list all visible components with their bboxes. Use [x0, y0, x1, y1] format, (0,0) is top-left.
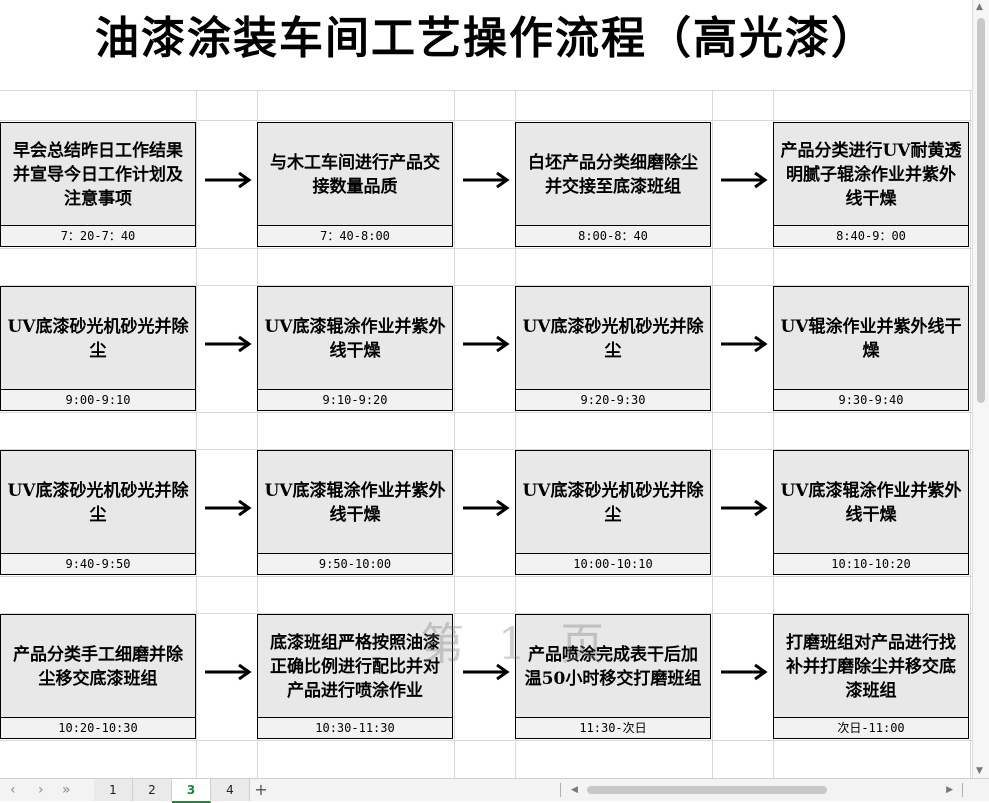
process-step-box[interactable]: 与木工车间进行产品交接数量品质 7：40-8:00: [257, 122, 453, 247]
scroll-down-icon[interactable]: ▼: [976, 766, 983, 776]
step-description: UV底漆砂光机砂光并除尘: [7, 481, 189, 525]
step-time: 7：20-7：40: [1, 225, 195, 246]
process-step-box[interactable]: UV底漆辊涂作业并紫外线干燥 10:10-10:20: [773, 450, 969, 575]
first-sheet-icon[interactable]: ‹: [10, 782, 16, 798]
process-step-box[interactable]: 产品喷涂完成表干后加温50小时移交打磨班组 11:30-次日: [515, 614, 711, 739]
step-time: 9:40-9:50: [1, 553, 195, 574]
step-description: 与木工车间进行产品交接数量品质: [270, 153, 440, 197]
gridline-vertical: [970, 90, 971, 778]
step-time: 9:20-9:30: [516, 389, 710, 410]
right-arrow-icon: [463, 663, 510, 681]
step-description: 产品喷涂完成表干后加温50小时移交打磨班组: [524, 645, 702, 689]
process-step-box[interactable]: 白坯产品分类细磨除尘并交接至底漆班组 8:00-8：40: [515, 122, 711, 247]
step-description: 打磨班组对产品进行找补并打磨除尘并移交底漆班组: [786, 633, 956, 701]
gridline-vertical: [257, 90, 258, 778]
plus-icon[interactable]: +: [254, 780, 268, 799]
step-description: 产品分类进行UV耐黄透明腻子辊涂作业并紫外线干燥: [780, 141, 962, 209]
process-step-box[interactable]: 底漆班组严格按照油漆正确比例进行配比并对产品进行喷涂作业 10:30-11:30: [257, 614, 453, 739]
horizontal-scroll-thumb[interactable]: [587, 786, 827, 794]
right-arrow-icon: [463, 499, 510, 517]
horizontal-scrollbar[interactable]: ◀ ▶: [565, 783, 957, 797]
process-step-box[interactable]: UV底漆辊涂作业并紫外线干燥 9:50-10:00: [257, 450, 453, 575]
gridline-horizontal: [0, 740, 972, 741]
page-watermark: 第 1 页: [420, 619, 614, 670]
gridline-horizontal: [0, 613, 972, 614]
right-arrow-icon: [205, 335, 252, 353]
splitter-handle-right[interactable]: [962, 783, 963, 797]
scroll-left-icon[interactable]: ◀: [571, 785, 578, 795]
gridline-horizontal: [0, 449, 972, 450]
step-description: UV底漆辊涂作业并紫外线干燥: [264, 481, 446, 525]
gridline-horizontal: [0, 576, 972, 577]
step-description: 底漆班组严格按照油漆正确比例进行配比并对产品进行喷涂作业: [270, 633, 440, 701]
vertical-scroll-thumb[interactable]: [977, 18, 985, 403]
splitter-handle[interactable]: [560, 783, 561, 797]
step-time: 8:40-9：00: [774, 225, 968, 246]
sheet-tab-1[interactable]: 1: [94, 779, 133, 801]
process-step-box[interactable]: UV底漆砂光机砂光并除尘 10:00-10:10: [515, 450, 711, 575]
step-description: UV底漆辊涂作业并紫外线干燥: [264, 317, 446, 361]
process-step-box[interactable]: UV辊涂作业并紫外线干燥 9:30-9:40: [773, 286, 969, 411]
process-step-box[interactable]: 打磨班组对产品进行找补并打磨除尘并移交底漆班组次日-11:00: [773, 614, 969, 739]
process-step-box[interactable]: 早会总结昨日工作结果并宣导今日工作计划及注意事项 7：20-7：40: [0, 122, 196, 247]
step-time: 9:00-9:10: [1, 389, 195, 410]
step-time: 10:20-10:30: [1, 717, 195, 738]
sheet-tab-4[interactable]: 4: [211, 779, 250, 801]
step-time: 次日-11:00: [774, 717, 968, 738]
process-step-box[interactable]: 产品分类手工细磨并除尘移交底漆班组 10:20-10:30: [0, 614, 196, 739]
scroll-right-icon[interactable]: ▶: [946, 785, 953, 795]
step-time: 9:10-9:20: [258, 389, 452, 410]
right-arrow-icon: [721, 663, 768, 681]
process-step-box[interactable]: UV底漆辊涂作业并紫外线干燥 9:10-9:20: [257, 286, 453, 411]
spreadsheet-area[interactable]: 油漆涂装车间工艺操作流程（高光漆） 早会总结昨日工作结果并宣导今日工作计划及注意…: [0, 0, 972, 778]
gridline-horizontal: [0, 90, 972, 91]
gridline-horizontal: [0, 412, 972, 413]
step-description: 白坯产品分类细磨除尘并交接至底漆班组: [528, 153, 698, 197]
last-sheet-icon[interactable]: »: [62, 782, 71, 798]
process-step-box[interactable]: UV底漆砂光机砂光并除尘 9:20-9:30: [515, 286, 711, 411]
gridline-vertical: [196, 90, 197, 778]
page-title: 油漆涂装车间工艺操作流程（高光漆）: [95, 13, 877, 64]
prev-sheet-icon[interactable]: ›: [38, 782, 44, 798]
step-description: UV底漆辊涂作业并紫外线干燥: [780, 481, 962, 525]
step-description: 早会总结昨日工作结果并宣导今日工作计划及注意事项: [13, 141, 183, 209]
step-time: 7：40-8:00: [258, 225, 452, 246]
process-step-box[interactable]: UV底漆砂光机砂光并除尘 9:00-9:10: [0, 286, 196, 411]
step-description: UV底漆砂光机砂光并除尘: [522, 317, 704, 361]
gridline-horizontal: [0, 248, 972, 249]
step-time: 9:30-9:40: [774, 389, 968, 410]
step-time: 10:10-10:20: [774, 553, 968, 574]
step-time: 10:30-11:30: [258, 717, 452, 738]
step-description: UV底漆砂光机砂光并除尘: [7, 317, 189, 361]
step-description: UV底漆砂光机砂光并除尘: [522, 481, 704, 525]
right-arrow-icon: [205, 171, 252, 189]
step-time: 11:30-次日: [516, 717, 710, 738]
right-arrow-icon: [721, 499, 768, 517]
gridline-vertical: [773, 90, 774, 778]
gridline-horizontal: [0, 120, 972, 121]
step-description: UV辊涂作业并紫外线干燥: [780, 317, 962, 361]
step-time: 10:00-10:10: [516, 553, 710, 574]
gridline-horizontal: [0, 285, 972, 286]
gridline-vertical: [515, 90, 516, 778]
right-arrow-icon: [463, 171, 510, 189]
right-arrow-icon: [205, 663, 252, 681]
process-step-box[interactable]: 产品分类进行UV耐黄透明腻子辊涂作业并紫外线干燥 8:40-9：00: [773, 122, 969, 247]
sheet-tab-3[interactable]: 3: [172, 779, 211, 803]
gridline-vertical: [712, 90, 713, 778]
right-arrow-icon: [205, 499, 252, 517]
right-arrow-icon: [721, 335, 768, 353]
scroll-up-icon[interactable]: ▲: [976, 2, 983, 12]
step-time: 9:50-10:00: [258, 553, 452, 574]
step-description: 产品分类手工细磨并除尘移交底漆班组: [13, 645, 183, 689]
process-step-box[interactable]: UV底漆砂光机砂光并除尘 9:40-9:50: [0, 450, 196, 575]
sheet-tab-2[interactable]: 2: [133, 779, 172, 801]
step-time: 8:00-8：40: [516, 225, 710, 246]
gridline-vertical: [454, 90, 455, 778]
right-arrow-icon: [463, 335, 510, 353]
vertical-scrollbar[interactable]: ▲ ▼: [972, 0, 989, 778]
right-arrow-icon: [721, 171, 768, 189]
